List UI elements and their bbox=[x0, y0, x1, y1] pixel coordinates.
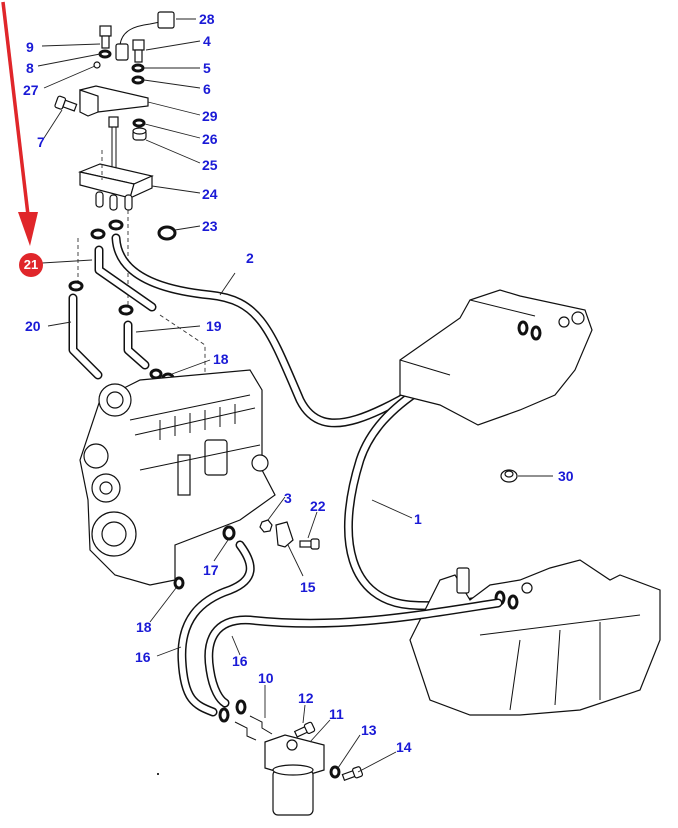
fuel-tank-upper bbox=[399, 289, 593, 426]
callout-7[interactable]: 7 bbox=[37, 134, 45, 150]
clamp-25 bbox=[157, 225, 177, 241]
callout-14[interactable]: 14 bbox=[396, 739, 412, 755]
fitting-10 bbox=[234, 721, 257, 741]
clip-23 bbox=[93, 61, 101, 69]
callout-4[interactable]: 4 bbox=[203, 33, 211, 49]
callout-3[interactable]: 3 bbox=[284, 490, 292, 506]
callout-11[interactable]: 11 bbox=[329, 706, 344, 722]
hose-clamp bbox=[218, 707, 230, 723]
nut-3 bbox=[259, 519, 273, 533]
callout-13[interactable]: 13 bbox=[361, 722, 377, 738]
hose-19 bbox=[123, 320, 150, 370]
callout-15[interactable]: 15 bbox=[300, 579, 316, 595]
hose-20 bbox=[68, 293, 103, 380]
fuel-filter-11 bbox=[264, 734, 325, 816]
callout-10[interactable]: 10 bbox=[258, 670, 274, 686]
clip-15 bbox=[275, 521, 294, 548]
fitting-10 bbox=[249, 715, 273, 735]
fuel-tank-lower bbox=[409, 559, 661, 716]
callout-18-lower[interactable]: 18 bbox=[136, 619, 152, 635]
callout-27[interactable]: 25 bbox=[202, 157, 218, 173]
callout-20[interactable]: 20 bbox=[25, 318, 41, 334]
callout-17[interactable]: 17 bbox=[203, 562, 219, 578]
bolt-7 bbox=[54, 95, 78, 112]
callout-21-highlighted[interactable]: 21 bbox=[19, 253, 43, 277]
bolt-9 bbox=[99, 25, 112, 49]
callout-16-left[interactable]: 16 bbox=[135, 649, 151, 665]
callout-9[interactable]: 9 bbox=[26, 39, 34, 55]
washer-5 bbox=[131, 63, 145, 73]
pointer-arrow-icon bbox=[1, 1, 38, 246]
washer-6 bbox=[131, 75, 145, 85]
hose-clamp bbox=[507, 594, 519, 610]
bracket-29 bbox=[79, 85, 149, 117]
engine-block bbox=[79, 369, 276, 586]
sender-unit-26 bbox=[77, 116, 154, 211]
callout-30[interactable]: 30 bbox=[558, 468, 574, 484]
callout-2[interactable]: 2 bbox=[246, 250, 254, 266]
callout-16-right[interactable]: 16 bbox=[232, 653, 248, 669]
hose-clamp bbox=[530, 325, 542, 341]
callout-26[interactable]: 24 bbox=[202, 186, 218, 202]
clamp-18 bbox=[149, 368, 163, 380]
grommet-30 bbox=[500, 469, 518, 483]
callout-29[interactable]: 29 bbox=[202, 108, 218, 124]
hose-clamp bbox=[517, 320, 529, 336]
callout-5[interactable]: 5 bbox=[203, 60, 211, 76]
callout-22[interactable]: 22 bbox=[310, 498, 326, 514]
connector-24 bbox=[115, 11, 175, 61]
hose-clamp bbox=[90, 228, 106, 240]
hose-clamp bbox=[118, 304, 134, 316]
stray-dot bbox=[157, 773, 159, 775]
callout-19[interactable]: 19 bbox=[206, 318, 222, 334]
bolt-14 bbox=[341, 766, 364, 781]
hose-clamp bbox=[235, 699, 247, 715]
bolt-22 bbox=[299, 538, 320, 550]
callout-1[interactable]: 1 bbox=[414, 511, 422, 527]
bolt-4 bbox=[132, 39, 145, 63]
callout-12[interactable]: 12 bbox=[298, 690, 314, 706]
washer-18 bbox=[173, 576, 185, 590]
hose-21 bbox=[94, 245, 157, 312]
callout-18-upper[interactable]: 18 bbox=[213, 351, 229, 367]
washer-13 bbox=[329, 765, 341, 779]
callout-25[interactable]: 23 bbox=[202, 218, 218, 234]
hose-16b bbox=[204, 598, 503, 708]
hose-clamp bbox=[108, 219, 124, 231]
washer-8 bbox=[98, 49, 112, 59]
callout-24[interactable]: 28 bbox=[199, 11, 215, 27]
callout-28[interactable]: 26 bbox=[202, 131, 218, 147]
hose-16a bbox=[177, 540, 255, 717]
hose-clamp bbox=[68, 280, 84, 292]
callout-8[interactable]: 8 bbox=[26, 60, 34, 76]
clamp-17 bbox=[222, 525, 236, 541]
washer-28 bbox=[132, 118, 146, 128]
leader-lines bbox=[37, 18, 553, 773]
callout-23[interactable]: 27 bbox=[23, 82, 39, 98]
sleeve-27 bbox=[132, 127, 147, 141]
callout-6[interactable]: 6 bbox=[203, 81, 211, 97]
bolt-12 bbox=[293, 721, 316, 738]
